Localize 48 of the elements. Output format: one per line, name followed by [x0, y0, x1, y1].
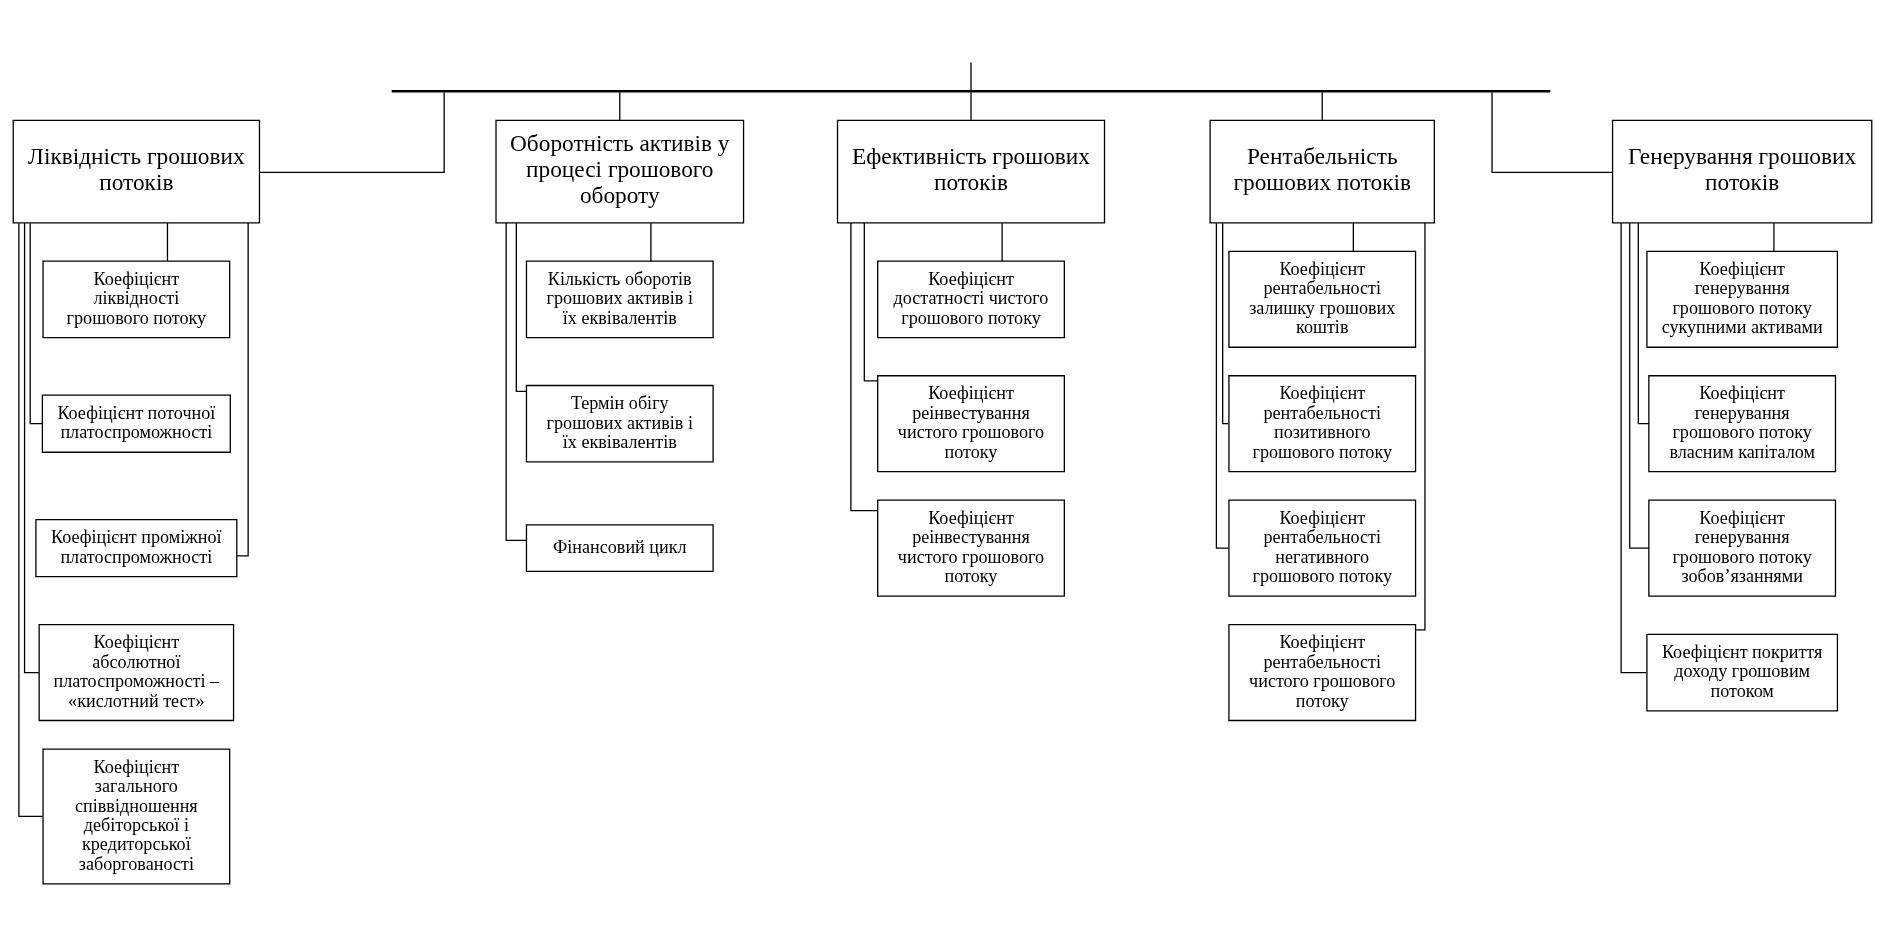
node-box: Генерування грошових потоків: [1611, 119, 1873, 223]
node-bar: [391, 89, 1551, 93]
connector: [1620, 221, 1648, 673]
node-box: Рентабельність грошових потоків: [1209, 119, 1435, 223]
node-box: Коефіцієнт абсолютної платоспроможності – «кислотний тест»: [38, 623, 235, 721]
connector: [515, 222, 527, 392]
connector: [29, 222, 43, 424]
connector: [863, 221, 879, 382]
connector: [1773, 222, 1775, 252]
node-box: Коефіцієнт рентабельності позитивного грошового потоку: [1228, 374, 1417, 472]
node-box: Ліквідність грошових потоків: [12, 119, 261, 223]
connector: [1637, 222, 1650, 424]
node-box: Термін обігу грошових активів і їх еквівалентів: [525, 384, 714, 463]
connector: [1415, 221, 1426, 630]
connector: [1001, 222, 1003, 262]
node-box: Коефіцієнт рентабельності чистого грошового потоку: [1228, 623, 1417, 721]
node-box: Кількість оборотів грошових активів і їх еквівалентів: [525, 259, 714, 338]
connector: [970, 91, 972, 121]
connector: [1321, 91, 1323, 121]
node-box: Коефіцієнт генерування грошового потоку сукупними активами: [1646, 250, 1839, 348]
connector: [1629, 222, 1650, 549]
node-box: Коефіцієнт рентабельності негативного грошового потоку: [1228, 499, 1417, 597]
connector: [1215, 222, 1230, 549]
node-box: Коефіцієнт загального співвідношення дебіторської і кредиторської заборгованості: [42, 747, 231, 884]
node-box: Коефіцієнт покриття доходу грошовим потоком: [1646, 633, 1839, 711]
connector: [236, 221, 249, 557]
node-box: Фінансовий цикл: [525, 523, 714, 572]
node-box: Коефіцієнт поточної платоспроможності: [41, 394, 231, 453]
node-box: Ефективність грошових потоків: [836, 119, 1106, 223]
node-box: Коефіцієнт генерування грошового потоку зобов’язаннями: [1648, 499, 1837, 597]
connector: [1222, 222, 1230, 424]
node-box: Оборотність активів у процесі грошового обороту: [495, 119, 745, 223]
node-box: Коефіцієнт ліквідності грошового потоку: [42, 259, 231, 338]
node-box: Коефіцієнт достатності чистого грошового потоку: [877, 259, 1065, 338]
connector: [619, 91, 621, 121]
node-box: Коефіцієнт проміжної платоспроможності: [35, 518, 238, 577]
connector: [970, 61, 972, 91]
node-box: Коефіцієнт генерування грошового потоку власним капіталом: [1648, 374, 1837, 472]
connector: [23, 221, 40, 673]
connector: [1491, 91, 1613, 173]
connector: [259, 91, 445, 173]
connector: [850, 221, 879, 511]
connector: [166, 222, 169, 262]
connector: [650, 222, 652, 262]
node-box: Коефіцієнт рентабельності залишку грошових коштів: [1228, 250, 1417, 348]
connector: [1352, 222, 1354, 252]
node-box: Коефіцієнт реінвестування чистого грошового потоку: [877, 499, 1065, 597]
node-box: Коефіцієнт реінвестування чистого грошового потоку: [877, 374, 1065, 472]
